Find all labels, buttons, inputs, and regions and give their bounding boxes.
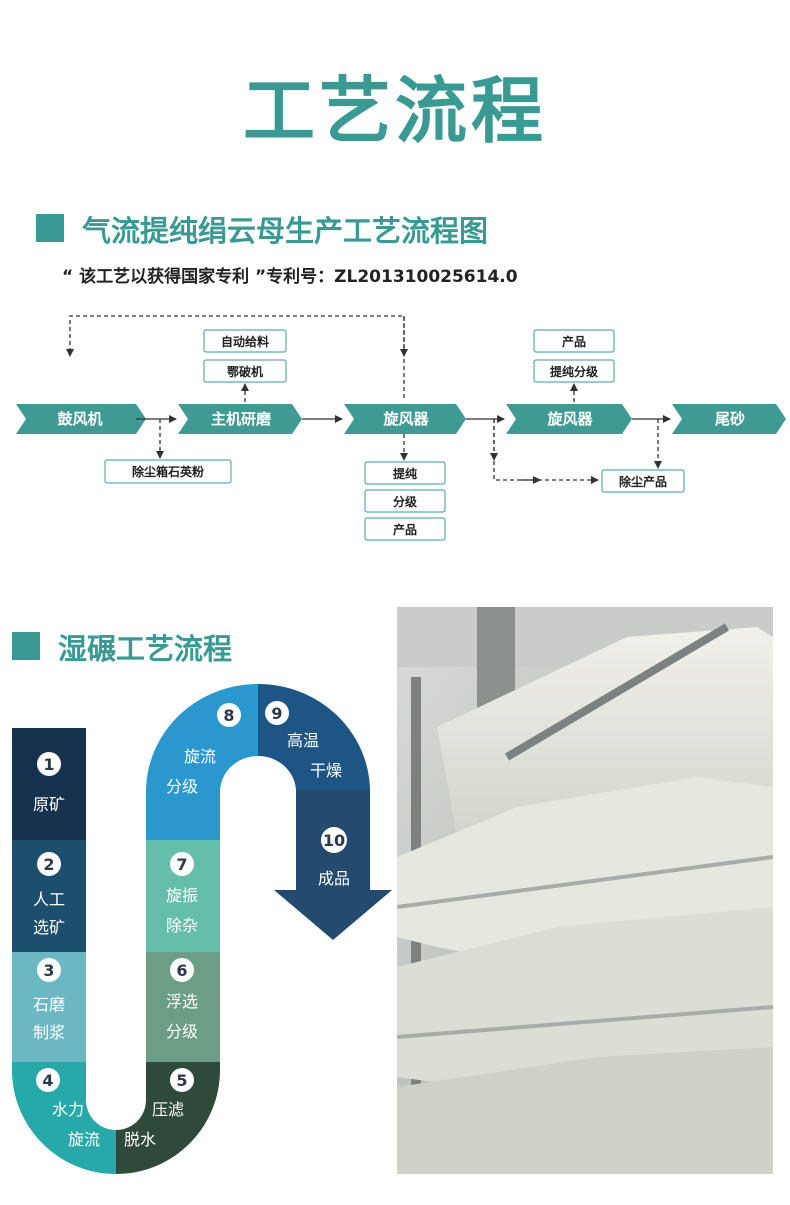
box-label: 鄂破机 bbox=[227, 364, 263, 379]
segment-1 bbox=[12, 728, 86, 840]
box-label: 产品 bbox=[393, 522, 417, 537]
step-number-circle bbox=[170, 1068, 194, 1092]
box-label: 自动给料 bbox=[221, 334, 269, 349]
box-label: 除尘产品 bbox=[619, 474, 667, 489]
step-label: 分级 bbox=[166, 777, 198, 796]
step-number-circle bbox=[170, 852, 194, 876]
chevron-tailings bbox=[672, 404, 786, 434]
step-label: 分级 bbox=[166, 1022, 198, 1041]
box-product bbox=[364, 517, 446, 541]
step-number: 7 bbox=[176, 855, 187, 874]
step-number-circle bbox=[36, 1068, 60, 1092]
step-number-circle bbox=[37, 958, 61, 982]
chevron-cyclone-2 bbox=[506, 404, 632, 434]
step-label: 旋风器 bbox=[382, 410, 429, 428]
box-label: 分级 bbox=[393, 494, 417, 509]
step-number: 8 bbox=[223, 706, 234, 725]
mica-drying-photo bbox=[397, 607, 773, 1174]
step-number-circle bbox=[321, 827, 347, 853]
step-number-circle bbox=[37, 752, 61, 776]
box-label: 产品 bbox=[562, 334, 586, 349]
box-classify bbox=[364, 489, 446, 513]
wet-process-diagram: 1 原矿 2 人工 选矿 3 石磨 制浆 4 水力 旋流 5 压滤 脱水 6 浮… bbox=[12, 684, 392, 1174]
box-dust-product bbox=[601, 469, 685, 493]
step-label: 鼓风机 bbox=[57, 410, 102, 428]
box-auto-feed bbox=[203, 329, 287, 353]
step-label: 人工 bbox=[33, 890, 65, 909]
step-number-circle bbox=[217, 703, 241, 727]
step-number: 9 bbox=[271, 704, 282, 723]
step-label: 旋风器 bbox=[546, 410, 593, 428]
step-label: 旋振 bbox=[166, 886, 198, 905]
step-label: 主机研磨 bbox=[211, 410, 272, 428]
box-product-2 bbox=[533, 329, 615, 353]
step-number-circle bbox=[37, 852, 61, 876]
section-marker bbox=[36, 214, 64, 242]
step-label: 压滤 bbox=[152, 1100, 184, 1119]
section-title-airflow: 气流提纯绢云母生产工艺流程图 bbox=[82, 214, 489, 248]
chevron-blower bbox=[16, 404, 146, 434]
step-number: 10 bbox=[323, 831, 345, 850]
box-label: 提纯分级 bbox=[550, 364, 598, 379]
chevron-grinder bbox=[178, 404, 302, 434]
step-number-circle bbox=[170, 958, 194, 982]
step-number: 2 bbox=[43, 855, 54, 874]
step-label: 选矿 bbox=[33, 918, 65, 937]
box-label: 提纯 bbox=[393, 466, 417, 481]
segment-5 bbox=[116, 1062, 220, 1174]
section-marker bbox=[12, 632, 40, 660]
step-label: 旋流 bbox=[184, 747, 216, 766]
box-label: 除尘箱石英粉 bbox=[132, 464, 204, 479]
step-number: 5 bbox=[176, 1071, 187, 1090]
rack-rod bbox=[504, 623, 730, 761]
box-purify-classify bbox=[533, 359, 615, 383]
step-number: 6 bbox=[176, 961, 187, 980]
section-title-wet-grinding: 湿碾工艺流程 bbox=[58, 632, 233, 666]
step-label: 制浆 bbox=[33, 1023, 65, 1042]
step-label: 尾砂 bbox=[715, 410, 745, 428]
patent-note: “ 该工艺以获得国家专利 ”专利号：ZL201310025614.0 bbox=[62, 267, 518, 287]
rack-rod bbox=[397, 855, 773, 909]
step-number: 1 bbox=[43, 755, 54, 774]
chevron-cyclone-1 bbox=[344, 404, 466, 434]
mica-slab bbox=[397, 1047, 773, 1174]
step-number-circle bbox=[265, 701, 289, 725]
step-label: 高温 bbox=[287, 731, 319, 750]
step-label: 浮选 bbox=[166, 992, 198, 1011]
step-label: 成品 bbox=[318, 869, 350, 888]
return-loop-line bbox=[66, 315, 405, 398]
rack-rod bbox=[397, 1005, 773, 1039]
step-label: 旋流 bbox=[68, 1130, 100, 1149]
airflow-process-diagram: 鼓风机 主机研磨 旋风器 旋风器 尾砂 除尘箱石英粉 自动给料 鄂破机 提纯 分… bbox=[16, 315, 786, 541]
step-label: 脱水 bbox=[124, 1130, 156, 1149]
step-number: 3 bbox=[43, 961, 54, 980]
step-number: 4 bbox=[42, 1071, 53, 1090]
step-label: 原矿 bbox=[33, 795, 65, 814]
segment-4 bbox=[12, 1062, 116, 1174]
box-jaw-crusher bbox=[203, 359, 287, 383]
step-label: 水力 bbox=[52, 1100, 84, 1119]
segment-10-arrow bbox=[274, 790, 392, 940]
box-purify bbox=[364, 461, 446, 485]
step-label: 除杂 bbox=[166, 916, 198, 935]
box-dust-quartz bbox=[104, 459, 232, 484]
step-label: 石磨 bbox=[33, 995, 65, 1014]
page-title: 工艺流程 bbox=[242, 69, 547, 153]
step-label: 干燥 bbox=[310, 761, 342, 780]
